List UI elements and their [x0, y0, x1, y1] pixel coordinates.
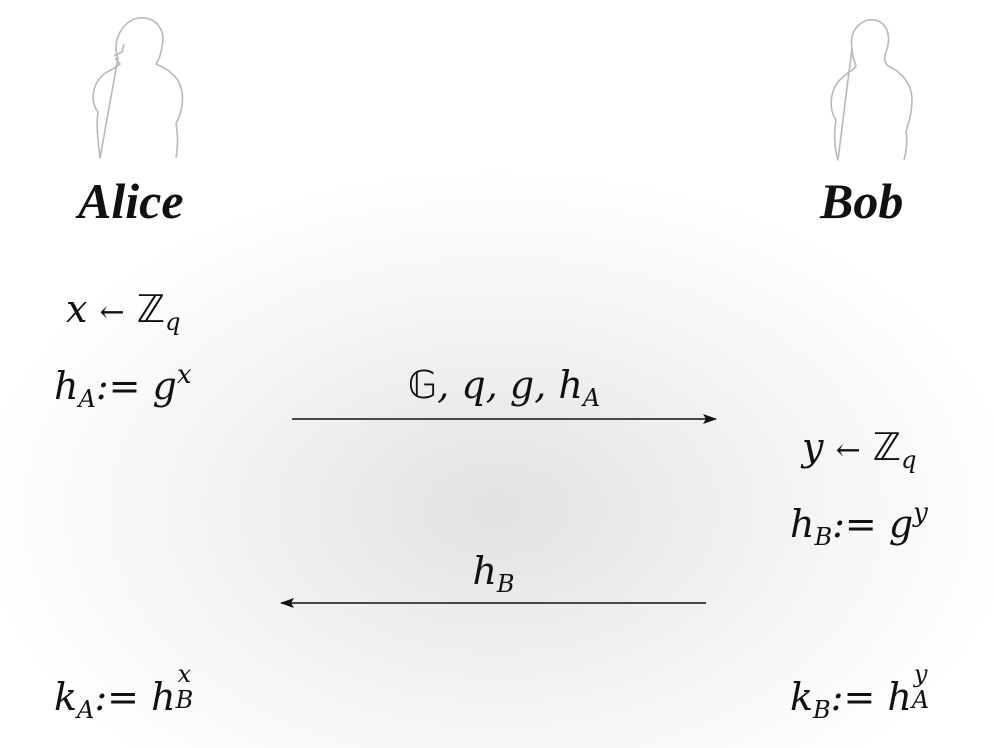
message-2-label: hB [281, 552, 706, 596]
bob-key-var: k [790, 675, 814, 719]
alice-key-var-sub: A [77, 696, 95, 724]
bob-pub-var-sub: B [814, 523, 833, 551]
message-1-sub: A [582, 384, 601, 412]
bob-key-var-sub: B [813, 696, 831, 724]
bob-secret-space-sub: q [901, 446, 917, 474]
message-1-label: 𝔾, q, g, hA [292, 366, 716, 410]
group-symbol: 𝔾 [407, 363, 438, 407]
message-2-var: h [472, 549, 497, 593]
alice-key-var: k [54, 675, 78, 719]
alice-pub-var-sub: A [78, 385, 96, 413]
alice-name: Alice [78, 173, 184, 229]
alice-key-base-sub: B [175, 686, 194, 714]
bob-secret-choice: y ← ℤq [802, 428, 916, 472]
alice-pub-var: h [54, 364, 79, 408]
alice-key-assign: := h [94, 675, 176, 719]
alice-secret-space: ℤ [136, 287, 166, 331]
message-1-params: , q, g, h [437, 363, 583, 407]
bob-key-base-sub: A [911, 686, 930, 714]
bob-secret-space: ℤ [872, 425, 902, 469]
bob-key-assign: := h [830, 675, 912, 719]
bob-name: Bob [820, 173, 904, 229]
bob-secret-var: y [802, 425, 824, 469]
person-silhouette-icon [830, 19, 913, 161]
alice-key-exp: x [177, 660, 192, 688]
alice-public-value: hA:= gx [54, 362, 192, 411]
bob-key-exp: y [913, 660, 928, 688]
bob-pub-var: h [790, 502, 815, 546]
person-silhouette-icon [92, 17, 184, 159]
bob-pub-exp: y [913, 498, 928, 528]
bob-public-value: hB:= gy [790, 500, 928, 549]
sample-arrow: ← [99, 295, 125, 330]
bob-pub-assign: := g [832, 502, 914, 546]
alice-pub-exp: x [176, 360, 192, 390]
sample-arrow: ← [835, 433, 861, 468]
alice-secret-var: x [66, 287, 88, 331]
message-2-sub: B [496, 570, 515, 598]
alice-secret-space-sub: q [165, 308, 181, 336]
alice-secret-choice: x ← ℤq [66, 290, 180, 334]
alice-pub-assign: := g [95, 364, 177, 408]
